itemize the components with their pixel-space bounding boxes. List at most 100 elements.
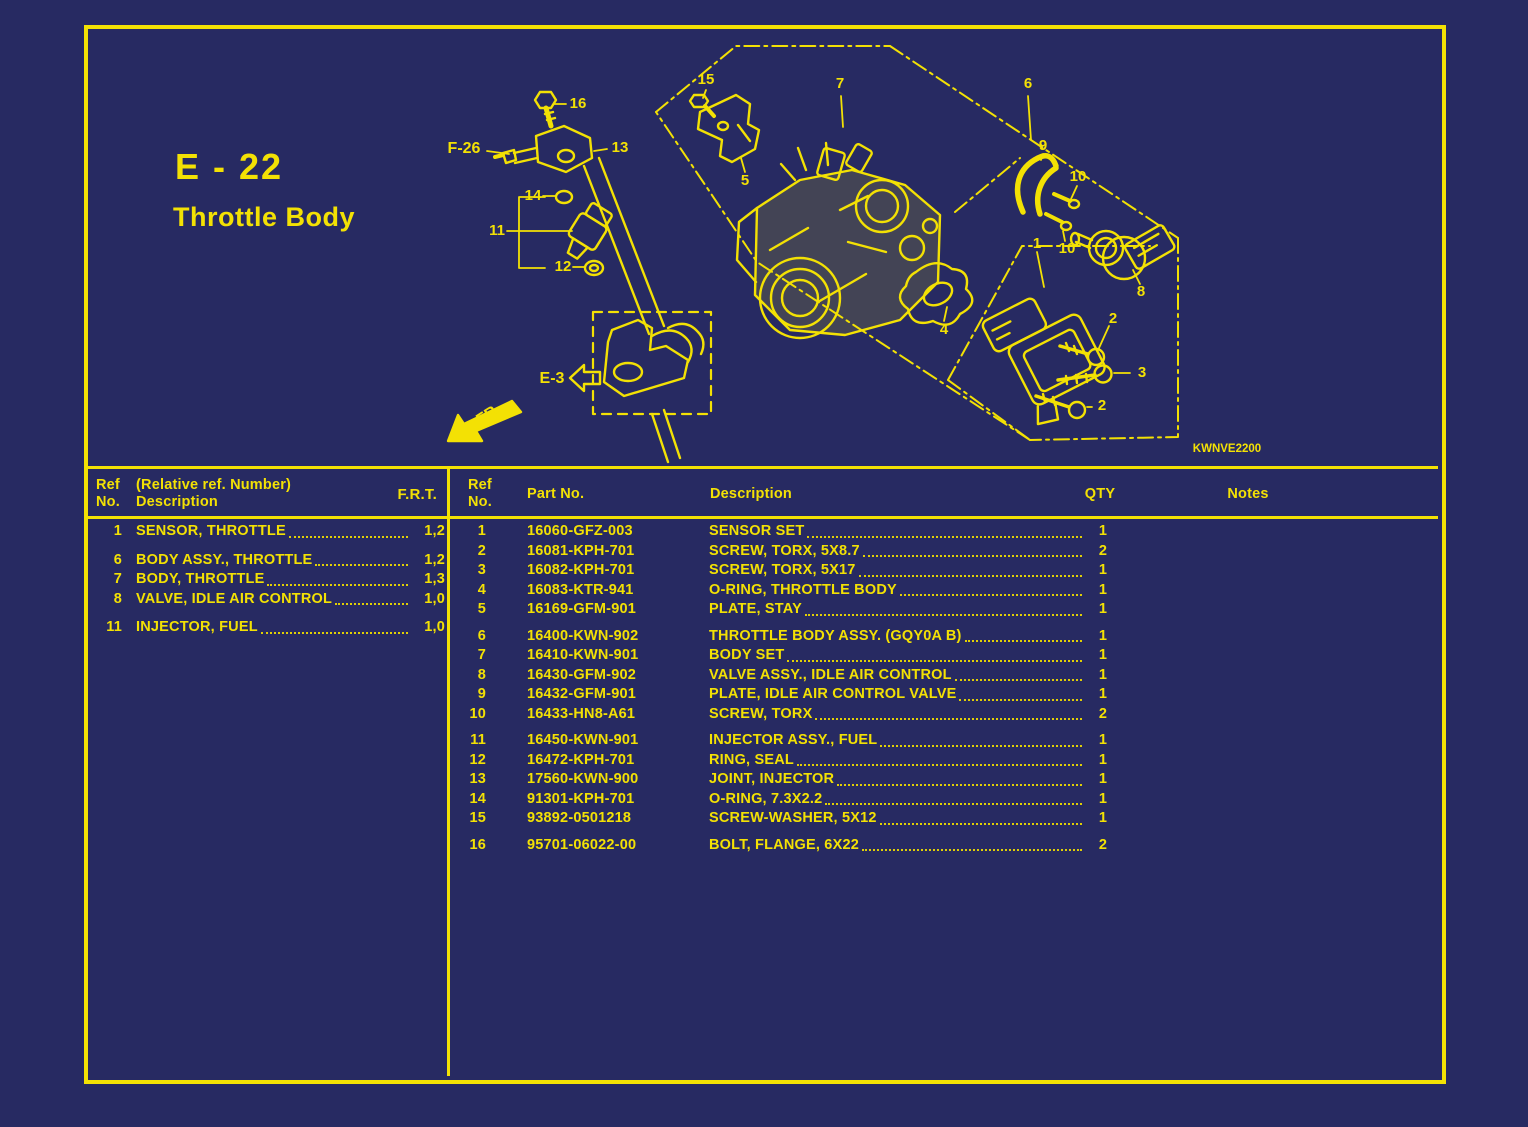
ref-no: 12 [469,751,486,768]
dotted-leader [858,574,1082,577]
dotted-leader [807,535,1082,538]
part-no: 16400-KWN-902 [527,627,639,644]
ref-no: 14 [469,790,486,807]
ref-no: 10 [469,705,486,722]
dotted-leader [815,718,1082,720]
part-description: O-RING, THROTTLE BODY [709,581,897,598]
dotted-leader [288,535,408,538]
part-no: 16432-GFM-901 [527,686,636,702]
ref-no: 5 [477,601,486,617]
ref-no: 6 [113,551,122,568]
part-no: 16433-HN8-A61 [527,705,636,722]
parts-table-row: 7 16410-KWN-901 BODY SET 1 [450,646,1435,666]
qty-value: 2 [1098,542,1108,559]
qty-value: 1 [1098,790,1108,807]
part-description: INJECTOR, FUEL [136,619,258,635]
ref-no: 2 [477,542,486,559]
dotted-leader [315,564,408,566]
qty-value: 1 [1098,601,1108,617]
qty-value: 1 [1098,647,1108,663]
part-description: SENSOR SET [709,523,805,539]
right-desc-header: Description [710,486,792,502]
part-no: 17560-KWN-900 [527,771,639,787]
ref-no: 8 [477,666,486,683]
part-no: 16081-KPH-701 [527,542,635,559]
dotted-leader [880,744,1082,747]
qty-value: 1 [1098,810,1108,826]
right-notes-header: Notes [1227,486,1269,502]
left-frt-header: F.R.T. [397,486,437,503]
ref-no: 1 [477,523,486,539]
dotted-leader [335,603,408,605]
left-ref-header: Ref No. [96,477,120,510]
qty-value: 2 [1098,836,1108,853]
part-description: PLATE, STAY [709,601,802,617]
part-no: 16082-KPH-701 [527,562,635,578]
ref-no: 15 [469,810,486,826]
part-description: SCREW, TORX [709,705,813,722]
part-description: SCREW, TORX, 5X17 [709,562,856,578]
parts-table-row: 9 16432-GFM-901 PLATE, IDLE AIR CONTROL VA… [450,685,1435,705]
part-description: PLATE, IDLE AIR CONTROL VALVE [709,686,957,702]
dotted-leader [954,679,1082,681]
part-description: SENSOR, THROTTLE [136,523,286,539]
frt-value: 1,2 [424,551,445,568]
part-description: BODY SET [709,647,785,663]
page-title: Throttle Body [173,202,355,232]
part-description: BOLT, FLANGE, 6X22 [709,836,859,853]
part-no: 95701-06022-00 [527,836,637,853]
catalog-frame [84,25,1446,1084]
part-description: O-RING, 7.3X2.2 [709,790,823,807]
qty-value: 1 [1098,732,1108,748]
part-description: SCREW-WASHER, 5X12 [709,810,877,826]
dotted-leader [825,803,1082,805]
dotted-leader [861,849,1082,851]
table-divider [447,466,450,1076]
right-qty-header: QTY [1084,486,1116,502]
dotted-leader [804,613,1082,616]
qty-value: 1 [1098,581,1108,598]
part-description: SCREW, TORX, 5X8.7 [709,542,860,559]
ref-no: 9 [477,686,486,702]
part-no: 16083-KTR-941 [527,581,634,598]
qty-value: 1 [1098,523,1108,539]
ref-no: 7 [477,647,486,663]
dotted-leader [899,594,1082,596]
right-part-header: Part No. [527,486,585,502]
qty-value: 1 [1098,666,1108,683]
parts-table-row: 10 16433-HN8-A61 SCREW, TORX 2 [450,705,1435,725]
qty-value: 2 [1098,705,1108,722]
frt-value: 1,0 [424,590,445,607]
right-ref-header: Ref No. [468,477,492,510]
part-no: 93892-0501218 [527,810,632,826]
part-no: 16410-KWN-901 [527,647,639,663]
part-no: 16169-GFM-901 [527,601,636,617]
dotted-leader [837,783,1082,786]
parts-table-row: 16 95701-06022-00 BOLT, FLANGE, 6X22 2 [450,836,1435,856]
ref-no: 16 [469,836,486,853]
qty-value: 1 [1098,686,1108,702]
part-description: VALVE, IDLE AIR CONTROL [136,590,333,607]
part-no: 16472-KPH-701 [527,751,635,768]
dotted-leader [879,822,1082,825]
dotted-leader [862,555,1082,557]
section-code: E - 22 [175,146,284,187]
parts-table-row: 15 93892-0501218 SCREW-WASHER, 5X12 1 [450,809,1435,829]
table-header-rule [88,516,1438,519]
dotted-leader [959,698,1082,701]
part-description: INJECTOR ASSY., FUEL [709,732,878,748]
